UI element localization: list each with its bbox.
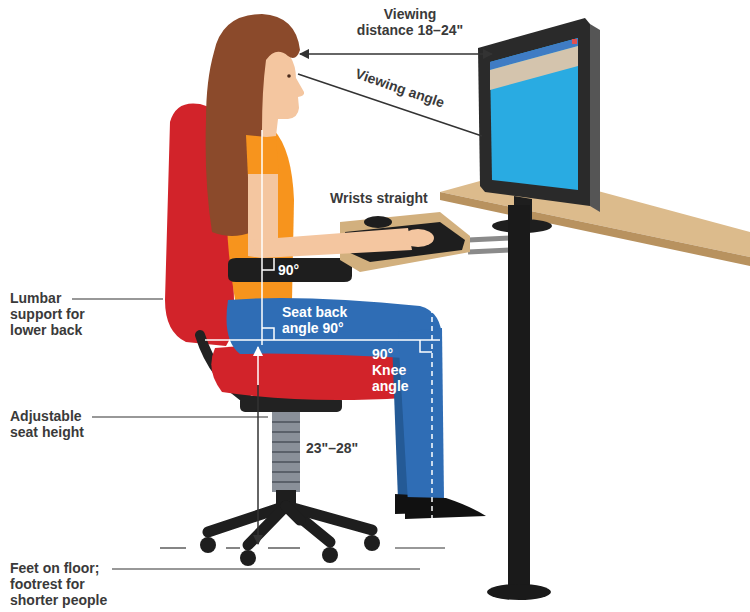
armrest <box>228 258 352 282</box>
label-slot: Knee angle <box>372 362 424 394</box>
right-angle-mark <box>420 340 432 352</box>
monitor-side <box>590 24 600 212</box>
window-toolbar <box>490 46 578 90</box>
tray-arm <box>468 250 512 252</box>
floor-mark <box>160 547 186 548</box>
callout-label: Feet on floor; footrest for shorter peop… <box>10 560 125 608</box>
knee-guide <box>431 290 433 548</box>
desk-foot <box>487 584 551 600</box>
dimension-label: Viewing distance 18–24" <box>355 6 465 38</box>
floor-mark <box>268 547 300 548</box>
angle-label: 90° <box>278 262 299 278</box>
dimension-label: 23"–28" <box>306 440 358 456</box>
base-leg <box>286 506 300 520</box>
spring-ring <box>272 441 300 443</box>
floor-mark <box>226 547 240 548</box>
label-slot: Seat back angle 90° <box>282 304 382 336</box>
shoe <box>405 497 486 519</box>
leader-line <box>112 568 420 569</box>
star-base <box>208 506 372 545</box>
seat-height-arrow <box>257 385 259 544</box>
caster <box>240 550 256 566</box>
floor-mark <box>395 547 445 548</box>
label-slot: 23"–28" <box>306 440 358 456</box>
seat-guide <box>205 339 440 341</box>
base-leg <box>248 506 286 545</box>
viewing-distance-line <box>300 53 492 55</box>
label-slot: Viewing distance 18–24" <box>355 6 465 38</box>
label-slot: 90° <box>278 262 299 278</box>
spring-ring <box>272 451 300 453</box>
base-leg <box>286 506 372 530</box>
caster <box>200 537 216 553</box>
leader-line <box>92 416 268 417</box>
caster <box>322 547 338 563</box>
caster <box>364 535 380 551</box>
posture-guide <box>261 130 263 345</box>
desk-pole <box>508 205 530 591</box>
label-slot: Lumbar support for lower back <box>10 290 110 338</box>
spring-ring <box>272 431 300 433</box>
spring-ring <box>272 481 300 483</box>
eye <box>287 74 291 78</box>
forearm <box>250 228 412 258</box>
angle-label: Knee angle <box>372 362 424 394</box>
label-slot: Adjustable seat height <box>10 408 110 440</box>
dimension-label: Viewing angle <box>353 65 446 110</box>
monitor-frame <box>478 18 590 206</box>
callout-label: Adjustable seat height <box>10 408 110 440</box>
monitor-screen <box>490 38 578 190</box>
posture-note: Wrists straight <box>330 190 428 206</box>
gas-spring <box>272 412 300 492</box>
label-slot: Viewing angle <box>353 65 446 110</box>
hand <box>402 229 434 247</box>
tray-arm <box>468 238 512 240</box>
label-slot: 90° <box>372 346 393 362</box>
mouse <box>364 216 392 228</box>
angle-label: 90° <box>372 346 393 362</box>
right-angle-mark <box>262 258 274 270</box>
seat-height-arrow <box>257 347 259 385</box>
angle-label: Seat back angle 90° <box>282 304 382 336</box>
leader-line <box>72 298 163 299</box>
spring-ring <box>272 421 300 423</box>
spring-ring <box>272 471 300 473</box>
callout-label: Lumbar support for lower back <box>10 290 110 338</box>
lower-leg <box>398 328 444 503</box>
right-angle-mark <box>262 328 274 340</box>
label-slot: Wrists straight <box>330 190 428 206</box>
gas-spring-rings <box>272 422 300 482</box>
label-slot: Feet on floor; footrest for shorter peop… <box>10 560 125 608</box>
window-close <box>572 39 577 44</box>
floor-marks <box>160 547 445 548</box>
spring-ring <box>272 461 300 463</box>
